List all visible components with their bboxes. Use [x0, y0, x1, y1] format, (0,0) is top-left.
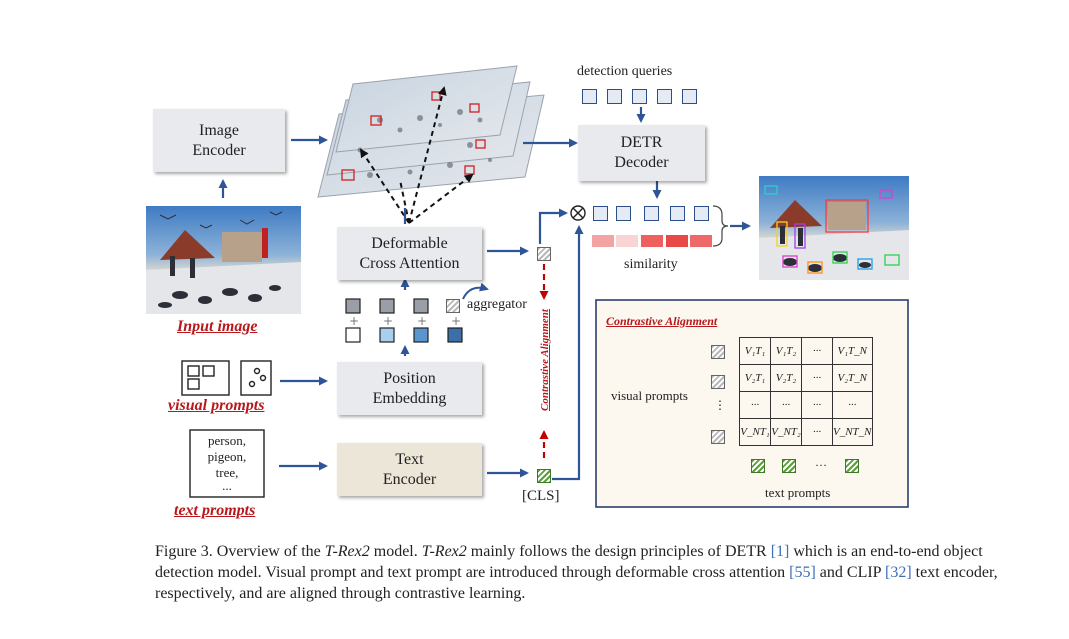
text-prompt-item: person,: [208, 433, 246, 448]
query-square: [694, 206, 709, 221]
matrix-cell: V₁T₂: [770, 337, 802, 365]
similarity-cell: [592, 235, 614, 247]
matrix-cell: V₁T_N: [832, 337, 873, 365]
citation-link[interactable]: [55]: [789, 564, 816, 581]
visual-prompt-token: [711, 375, 725, 389]
svg-text:+: +: [417, 314, 427, 328]
text-cls-token: [537, 469, 551, 483]
aggregator-label: aggregator: [467, 297, 527, 312]
text-prompt-token: [845, 459, 859, 473]
text-encoder-block: Text Encoder: [337, 443, 482, 496]
matrix-cell: ···: [801, 337, 833, 365]
caption-text: which is an end-to-end object detection …: [155, 543, 983, 581]
similarity-matrix: V₁T₁ V₁T₂ ··· V₁T_N V₂T₁ V₂T₂ ··· V₂T_N …: [739, 337, 873, 446]
deformable-cross-attention-block: Deformable Cross Attention: [337, 227, 482, 280]
text-prompt-item: pigeon,: [207, 449, 247, 464]
text-prompt-box-frame: [189, 429, 265, 498]
text-prompt-item: tree,: [215, 465, 239, 480]
svg-text:+: +: [383, 314, 393, 328]
matrix-cell: V_NT₁: [739, 418, 771, 446]
query-square: [644, 206, 659, 221]
caption-text: text encoder, respectively, and are alig…: [155, 564, 998, 602]
caption-text: model.: [369, 543, 422, 560]
input-image-label: Input image: [177, 318, 258, 335]
matrix-cell: V₂T₁: [739, 364, 771, 392]
matrix-cell: ···: [801, 391, 833, 419]
text-prompt-token: [782, 459, 796, 473]
similarity-cell: [641, 235, 663, 247]
similarity-cell: [616, 235, 638, 247]
feature-map-stack: [317, 65, 545, 224]
matrix-cell: ···: [739, 391, 771, 419]
caption-model: T-Rex2: [421, 543, 467, 560]
matrix-cell: V₁T₁: [739, 337, 771, 365]
text-prompts-label: text prompts: [174, 502, 256, 519]
aggregator-arrow: [462, 282, 489, 300]
cls-label: [CLS]: [522, 488, 560, 504]
input-image-photo: [146, 206, 301, 314]
col-ellipsis: ···: [815, 458, 827, 472]
contrastive-vertical-label: Contrastive Alignment: [539, 309, 551, 411]
text-prompt-item: ...: [222, 478, 232, 493]
text-prompt-list: person, pigeon, tree, ...: [190, 433, 264, 493]
matrix-cell: ···: [801, 418, 833, 446]
contrastive-panel-title: Contrastive Alignment: [606, 314, 718, 328]
query-square: [616, 206, 631, 221]
matrix-cell: V_NT_N: [832, 418, 873, 446]
aggregator-token: [446, 299, 460, 313]
brace: [712, 205, 729, 247]
query-square: [682, 89, 697, 104]
similarity-label: similarity: [624, 257, 678, 272]
position-embedding-block: Position Embedding: [337, 362, 482, 415]
token-squares: [345, 298, 463, 343]
figure-caption: Figure 3. Overview of the T-Rex2 model. …: [155, 541, 1025, 604]
panel-text-prompts-label: text prompts: [765, 485, 831, 500]
matrix-cell: ···: [832, 391, 873, 419]
citation-link[interactable]: [32]: [884, 564, 912, 581]
similarity-cell: [690, 235, 712, 247]
svg-text:+: +: [349, 314, 359, 328]
caption-label: Figure 3. Overview of the: [155, 543, 325, 560]
caption-text: mainly follows the design principles of …: [466, 543, 771, 560]
row-ellipsis: ⋮: [714, 398, 726, 412]
visual-prompts-label: visual prompts: [168, 397, 265, 414]
output-image-photo: [759, 176, 909, 280]
matrix-cell: V_NT₂: [770, 418, 802, 446]
query-square: [607, 89, 622, 104]
query-square: [582, 89, 597, 104]
citation-link[interactable]: [1]: [770, 543, 790, 560]
image-encoder-block: Image Encoder: [153, 109, 285, 172]
query-square: [632, 89, 647, 104]
matrix-cell: V₂T_N: [832, 364, 873, 392]
similarity-cell: [666, 235, 688, 247]
visual-cls-token: [537, 247, 551, 261]
panel-visual-prompts-label: visual prompts: [611, 388, 688, 403]
matrix-cell: V₂T₂: [770, 364, 802, 392]
query-square: [657, 89, 672, 104]
matrix-cell: ···: [801, 364, 833, 392]
visual-prompt-icons: [181, 360, 272, 396]
detr-decoder-block: DETR Decoder: [578, 125, 705, 181]
matrix-cell: ···: [770, 391, 802, 419]
visual-prompt-token: [711, 345, 725, 359]
caption-model: T-Rex2: [324, 543, 370, 560]
text-prompt-token: [751, 459, 765, 473]
query-square: [670, 206, 685, 221]
caption-text: and CLIP: [815, 564, 885, 581]
multiply-icon: [570, 205, 586, 221]
query-square: [593, 206, 608, 221]
svg-text:+: +: [451, 314, 461, 328]
visual-prompt-token: [711, 430, 725, 444]
detection-queries-label: detection queries: [577, 64, 673, 79]
